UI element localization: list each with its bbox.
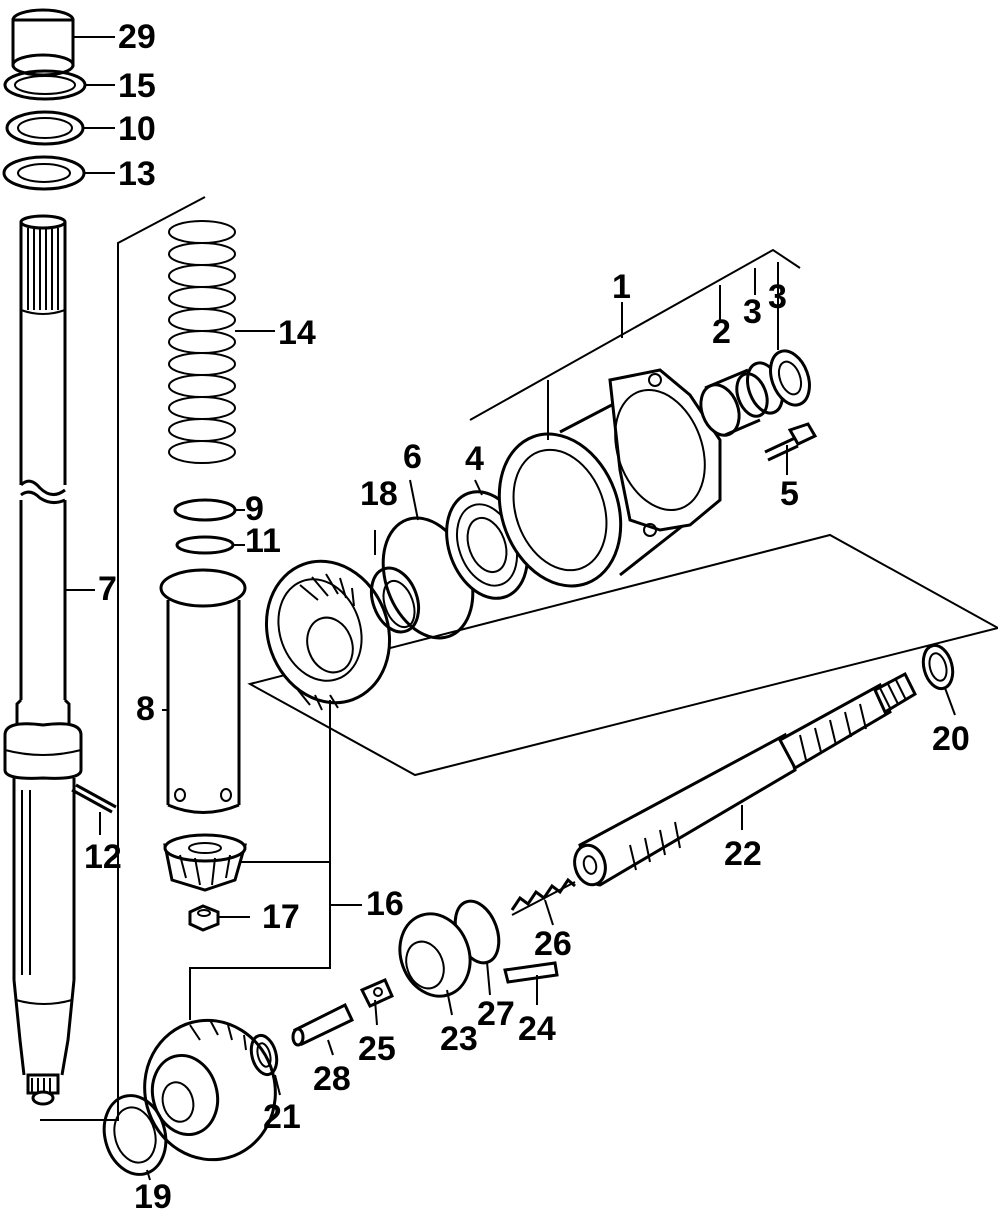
label-19: 19 (134, 1178, 172, 1212)
part-21-shim (249, 1033, 279, 1077)
label-23: 23 (440, 1020, 478, 1058)
label-28: 28 (313, 1060, 351, 1098)
label-10: 10 (118, 110, 156, 148)
forward-gear (264, 559, 392, 711)
part-26-spring (510, 877, 576, 916)
part-3-oil-seals (746, 349, 811, 415)
part-28-push-rod (291, 1002, 354, 1047)
part-17-nut (188, 904, 220, 932)
part-15-washer (3, 69, 87, 101)
label-26: 26 (534, 925, 572, 963)
part-24-cross-pin (503, 961, 559, 984)
driveshaft-group-bracket (40, 196, 206, 1121)
label-5: 5 (780, 475, 799, 513)
part-20-washer (921, 643, 955, 691)
label-8: 8 (136, 690, 155, 728)
label-11: 11 (245, 522, 281, 560)
label-29: 29 (118, 18, 156, 56)
part-14-spring (168, 220, 236, 464)
leader-lines (65, 36, 956, 1181)
label-15: 15 (118, 67, 156, 105)
part-22-propeller-shaft (573, 671, 917, 887)
part-12-pin (71, 783, 117, 814)
part-13-thrust-bearing (2, 155, 86, 191)
label-17: 17 (262, 898, 300, 936)
part-7-drive-shaft (3, 214, 83, 1106)
part-1-bearing-housing (497, 368, 722, 588)
label-1: 1 (612, 268, 631, 306)
label-14: 14 (278, 314, 316, 352)
label-20: 20 (932, 720, 970, 758)
label-25: 25 (358, 1030, 396, 1068)
part-19-thrust-washer (102, 1094, 168, 1176)
label-16: 16 (366, 885, 404, 923)
label-21: 21 (263, 1098, 301, 1136)
part-11-ring (175, 535, 235, 555)
label-13: 13 (118, 155, 156, 193)
part-23-clutch (398, 912, 472, 998)
label-22: 22 (724, 835, 762, 873)
label-7: 7 (98, 570, 117, 608)
housing-group-bracket (469, 248, 801, 421)
propshaft-group-outline (247, 533, 998, 777)
label-2: 2 (712, 313, 731, 351)
part-10-race (5, 110, 85, 146)
label-3a: 3 (743, 293, 762, 331)
label-4: 4 (465, 440, 484, 478)
part-29-bushing (11, 8, 75, 77)
label-27: 27 (477, 995, 515, 1033)
part-25-shift-pin (359, 978, 394, 1008)
label-6: 6 (403, 438, 422, 476)
label-24: 24 (518, 1010, 556, 1048)
callout-labels: 29 15 10 13 14 9 11 7 8 12 17 16 18 6 4 … (84, 18, 970, 1216)
label-18: 18 (360, 475, 398, 513)
part-9-washer (173, 498, 237, 522)
label-12: 12 (84, 838, 122, 876)
part-5-bolt (764, 422, 818, 462)
label-9: 9 (245, 490, 264, 528)
part-16-pinion-gear (163, 833, 247, 892)
part-8-sleeve (159, 568, 247, 814)
label-3b: 3 (768, 278, 787, 316)
